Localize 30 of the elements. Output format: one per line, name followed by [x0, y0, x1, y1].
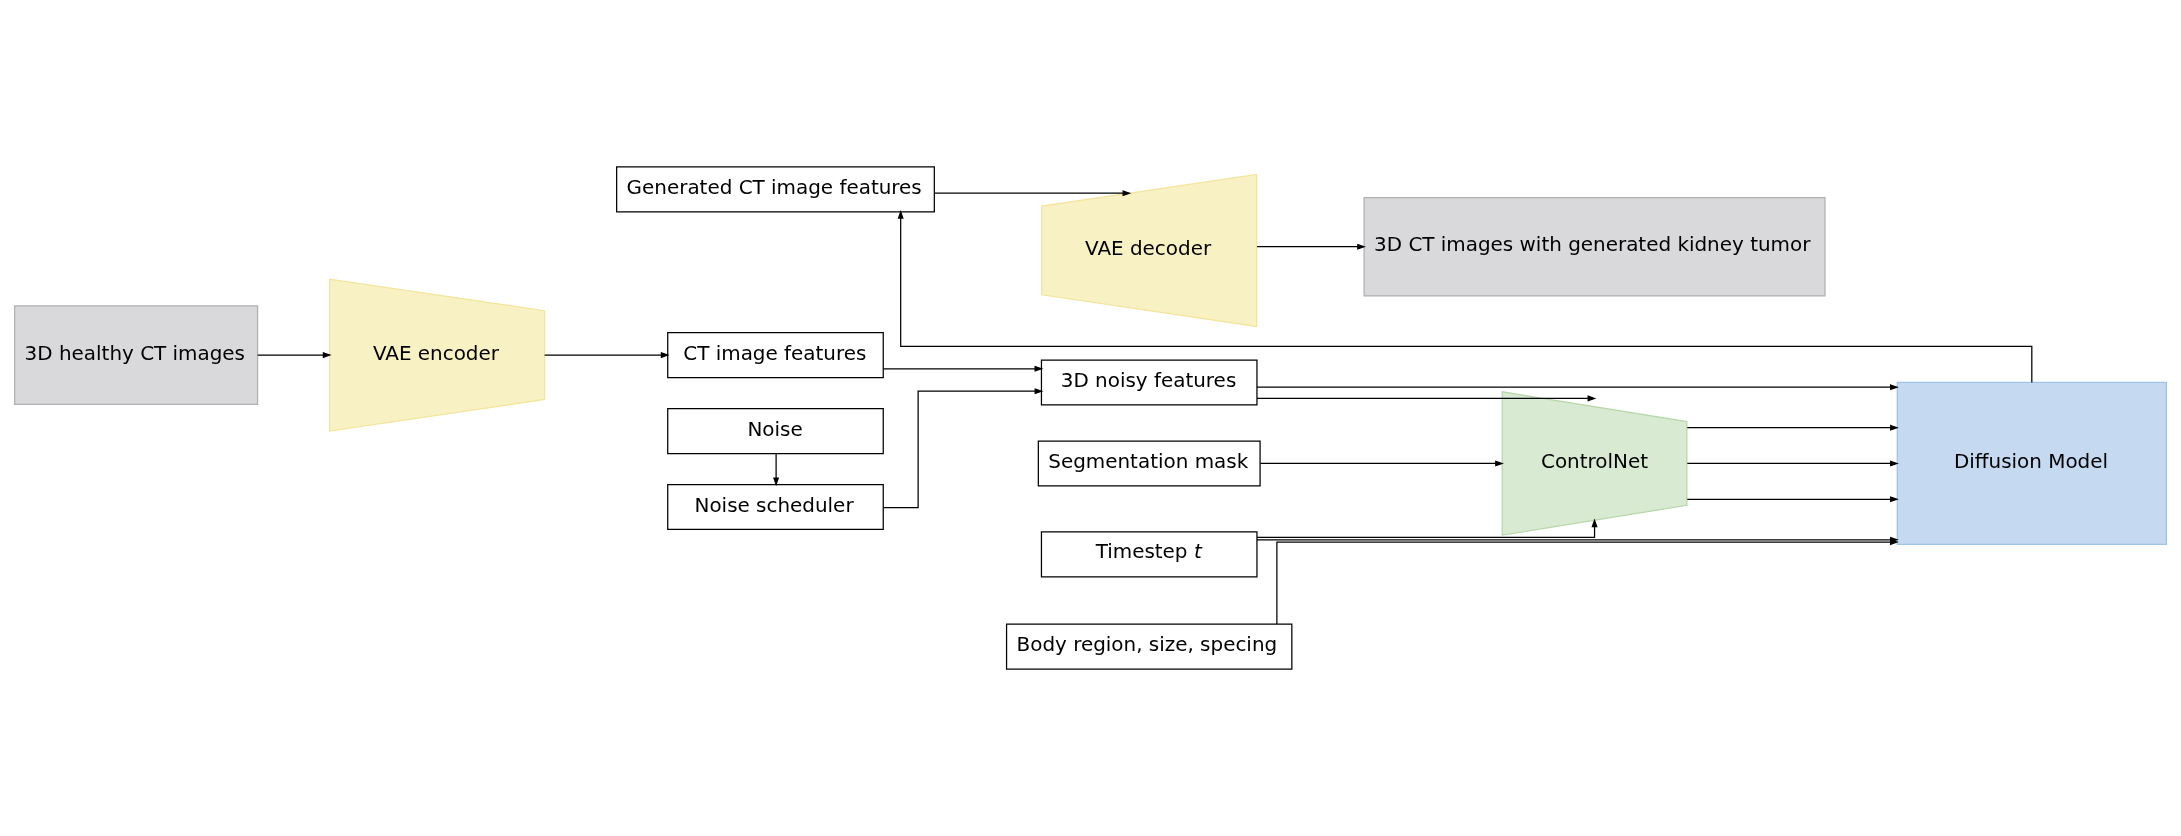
node-box: 3D healthy CT images: [14, 305, 259, 405]
node-box: Segmentation mask: [1037, 440, 1261, 487]
arrow: [257, 352, 332, 359]
arrow: [1256, 243, 1366, 250]
node-box: Timestep t: [1040, 531, 1258, 578]
arrow: [1276, 539, 1899, 625]
node-box: Body region, size, specing: [1005, 623, 1293, 670]
node-box: Diffusion Model: [1896, 381, 2167, 546]
arrow: [1259, 460, 1504, 467]
node-box: ControlNet: [1501, 391, 1688, 536]
arrow: [1686, 460, 1899, 467]
arrow: [773, 453, 780, 487]
arrow: [544, 352, 670, 359]
arrow: [933, 190, 1132, 197]
arrow: [1256, 518, 1598, 539]
arrow: [1686, 496, 1899, 503]
arrow: [882, 365, 1044, 372]
node-box: Noise scheduler: [667, 484, 884, 531]
arrow: [882, 388, 1044, 509]
arrow: [1256, 395, 1597, 402]
arrow: [1686, 424, 1899, 431]
node-box: VAE encoder: [329, 278, 546, 432]
arrow: [1256, 384, 1899, 391]
node-box: Generated CT image features: [616, 166, 935, 213]
node-box: VAE decoder: [1041, 173, 1258, 328]
arrow: [897, 210, 2033, 384]
node-box: 3D CT images with generated kidney tumor: [1363, 196, 1826, 297]
node-box: Noise: [667, 408, 884, 455]
node-box: CT image features: [667, 332, 884, 379]
node-box: 3D noisy features: [1040, 359, 1258, 406]
